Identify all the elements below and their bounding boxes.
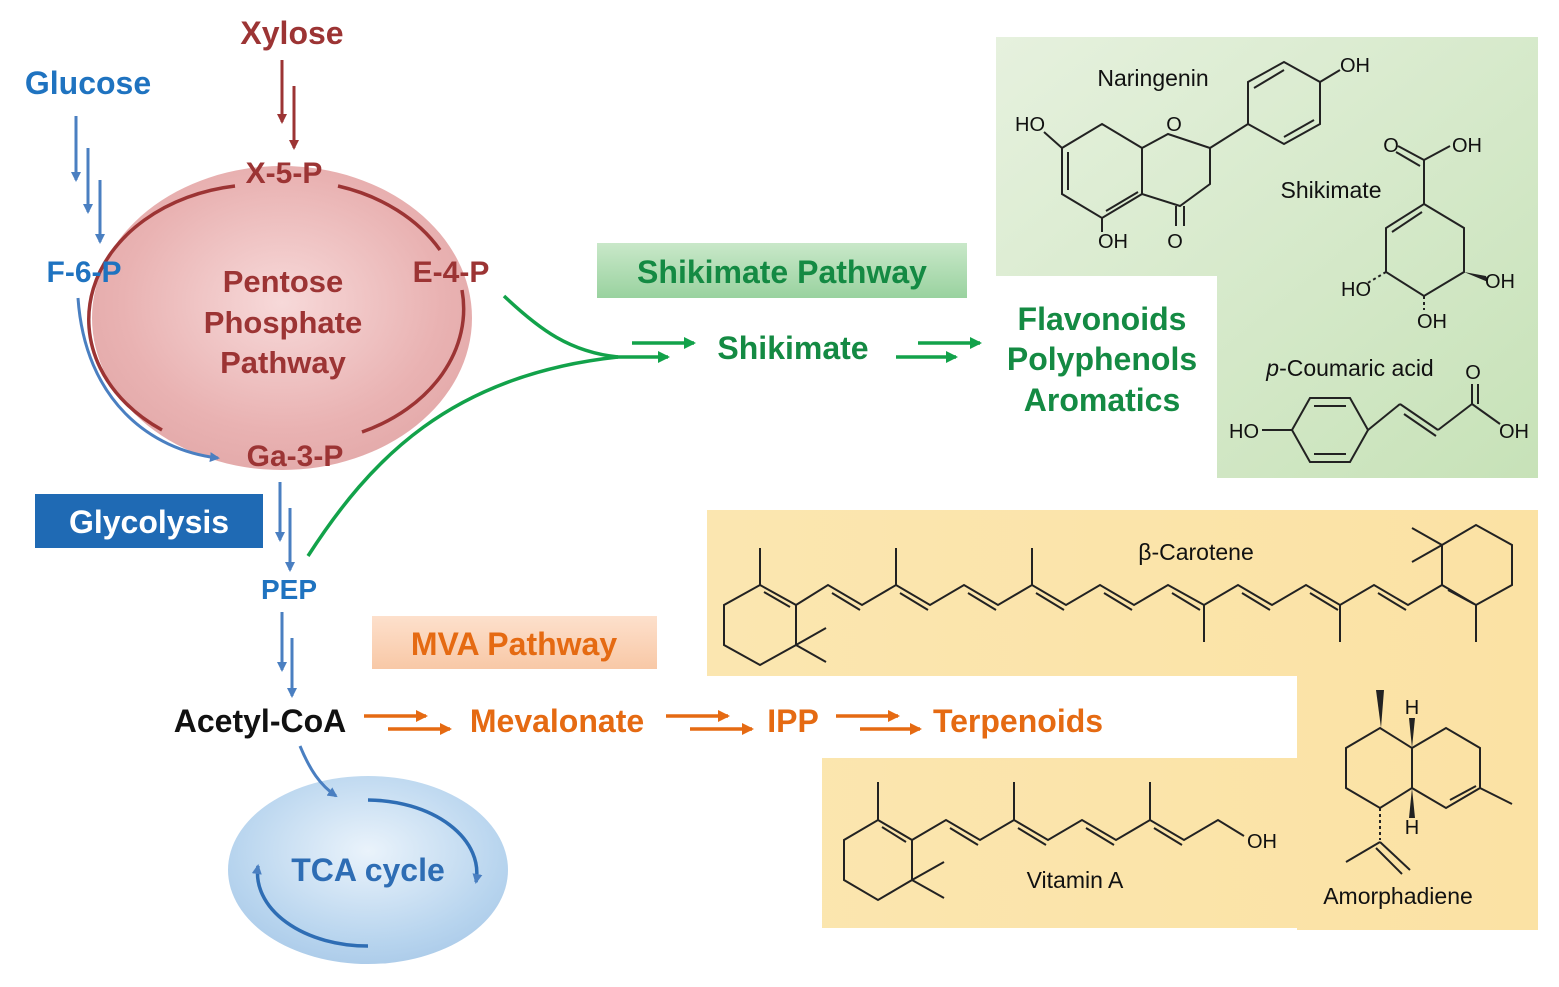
glucose-arrows xyxy=(71,116,338,798)
e4p-label: E-4-P xyxy=(413,256,490,289)
shikimate-ho-left: HO xyxy=(1341,279,1371,301)
shikimate-pathway-box xyxy=(597,243,967,298)
products-line3: Aromatics xyxy=(1024,382,1181,418)
terpenoids-label: Terpenoids xyxy=(933,703,1103,739)
naringenin-name: Naringenin xyxy=(1097,65,1208,91)
terpenoids-panel xyxy=(707,510,1538,930)
shikimate-arrows xyxy=(306,294,982,557)
pep-label: PEP xyxy=(261,574,317,605)
shikimate-struct-name: Shikimate xyxy=(1281,177,1382,203)
xylose-label: Xylose xyxy=(240,15,343,51)
coumaric-oh: OH xyxy=(1499,421,1529,443)
ppp-label-line3: Pathway xyxy=(220,345,347,380)
naringenin-oh-bottom: OH xyxy=(1098,231,1128,253)
beta-carotene-structure xyxy=(723,523,1513,667)
ga3p-label: Ga-3-P xyxy=(247,440,344,473)
f6p-label: F-6-P xyxy=(47,256,122,289)
acetyl-coa-label: Acetyl-CoA xyxy=(174,703,346,739)
shikimate-structure xyxy=(1365,145,1465,310)
mva-arrows xyxy=(364,710,922,735)
amorphadiene-h-top: H xyxy=(1405,697,1419,719)
coumaric-ho: HO xyxy=(1229,421,1259,443)
amorphadiene-wedge-h-bottom xyxy=(1409,788,1415,818)
vitamin-a-oh: OH xyxy=(1247,831,1277,853)
amorphadiene-wedge-h-top xyxy=(1409,718,1415,748)
shikimate-label: Shikimate xyxy=(717,330,868,366)
coumaric-name-rest: -Coumaric acid xyxy=(1279,355,1434,381)
beta-carotene-name: β-Carotene xyxy=(1138,539,1254,565)
glycolysis-box xyxy=(35,494,263,548)
coumaric-acid-name: p-Coumaric acid xyxy=(1265,355,1433,381)
amorphadiene-name: Amorphadiene xyxy=(1323,883,1473,909)
ipp-label: IPP xyxy=(767,703,819,739)
mva-pathway-label: MVA Pathway xyxy=(411,626,617,662)
shikimate-oh-bottom: OH xyxy=(1417,311,1447,333)
naringenin-ho-left: HO xyxy=(1015,114,1045,136)
ppp-ellipse xyxy=(92,166,472,470)
mva-pathway-box xyxy=(372,616,657,669)
tca-cycle-label: TCA cycle xyxy=(291,852,445,888)
products-line2: Polyphenols xyxy=(1007,341,1197,377)
coumaric-acid-structure xyxy=(1262,384,1501,463)
coumaric-o: O xyxy=(1465,362,1481,384)
glycolysis-label: Glycolysis xyxy=(69,504,229,540)
xylose-arrows xyxy=(277,60,299,150)
tca-cycle-arc-right xyxy=(367,798,483,884)
naringenin-ring-o: O xyxy=(1166,114,1182,136)
naringenin-oh-top: OH xyxy=(1340,55,1370,77)
ppp-label-line2: Phosphate xyxy=(204,305,362,340)
shikimate-o: O xyxy=(1383,135,1399,157)
x5p-label: X-5-P xyxy=(246,157,323,190)
aromatics-panel xyxy=(996,37,1538,478)
glucose-label: Glucose xyxy=(25,65,151,101)
shikimate-oh-acid: OH xyxy=(1452,135,1482,157)
vitamin-a-name: Vitamin A xyxy=(1027,867,1124,893)
naringenin-structure xyxy=(1043,60,1341,232)
ppp-cycle-arc-bottom-right xyxy=(361,289,466,434)
tca-ellipse xyxy=(228,776,508,964)
naringenin-keto-o: O xyxy=(1167,231,1183,253)
ppp-cycle-arc-top-right xyxy=(337,184,442,252)
ppp-cycle-arc-top-left xyxy=(87,184,236,432)
shikimate-wedge-bond xyxy=(1464,272,1488,282)
coumaric-p-prefix: p xyxy=(1265,355,1279,381)
amorphadiene-h-bottom: H xyxy=(1405,817,1419,839)
shikimate-pathway-label: Shikimate Pathway xyxy=(637,254,927,290)
amorphadiene-wedge-top xyxy=(1376,690,1384,728)
vitamin-a-structure xyxy=(843,782,1245,902)
tca-cycle-arc-left xyxy=(251,864,369,948)
mevalonate-label: Mevalonate xyxy=(470,703,644,739)
ppp-label-line1: Pentose xyxy=(223,264,344,299)
products-line1: Flavonoids xyxy=(1018,301,1187,337)
shikimate-oh-right: OH xyxy=(1485,271,1515,293)
